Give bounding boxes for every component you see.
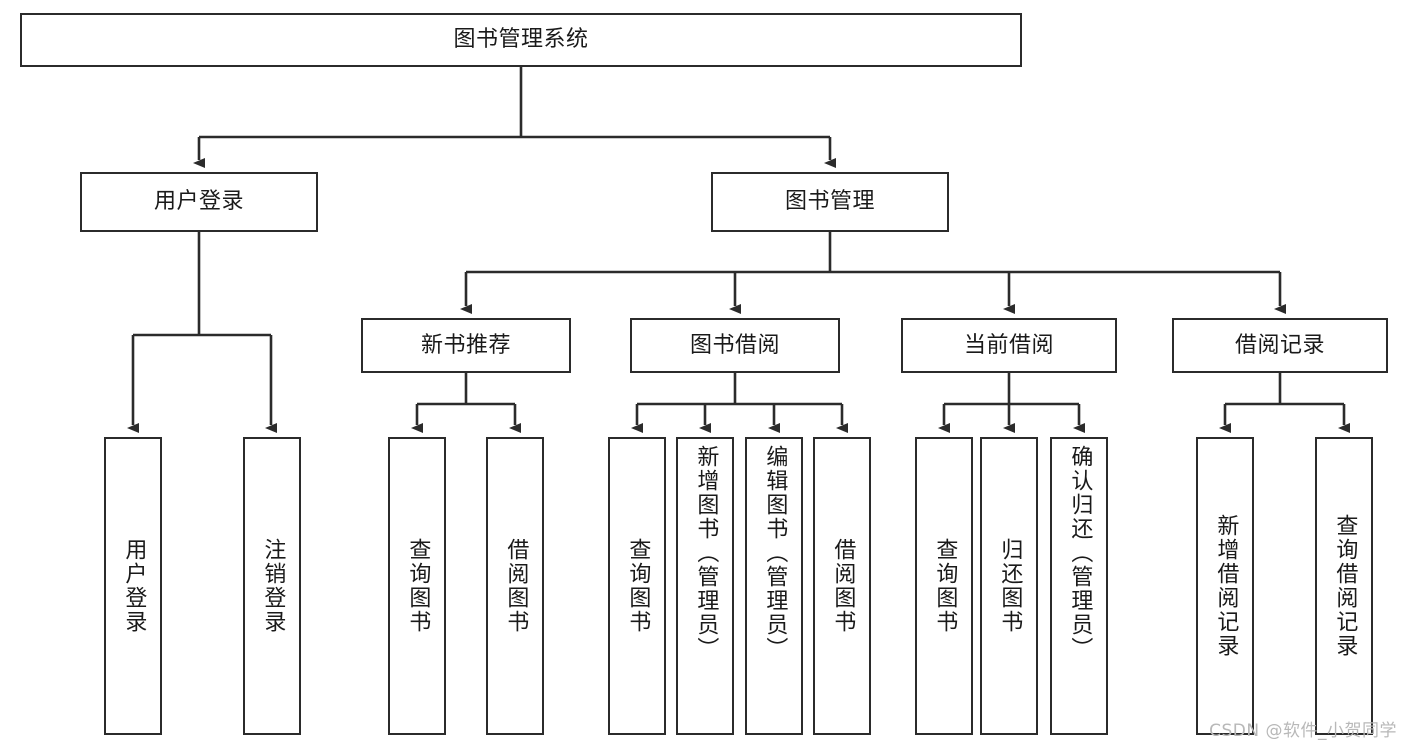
node-leaf-borrow-book-2[interactable]: 借阅图书: [813, 437, 871, 735]
node-leaf-query-book-3[interactable]: 查询图书: [915, 437, 973, 735]
node-leaf-user-login-label: 用户登录: [121, 538, 147, 634]
node-leaf-return-book-label: 归还图书: [997, 538, 1023, 634]
node-leaf-query-record[interactable]: 查询借阅记录: [1315, 437, 1373, 735]
node-leaf-add-book[interactable]: 新增图书（管理员）: [676, 437, 734, 735]
node-leaf-add-record[interactable]: 新增借阅记录: [1196, 437, 1254, 735]
node-new-book-recommend[interactable]: 新书推荐: [361, 318, 571, 373]
node-book-borrow[interactable]: 图书借阅: [630, 318, 840, 373]
node-leaf-query-book-2[interactable]: 查询图书: [608, 437, 666, 735]
node-borrow-record[interactable]: 借阅记录: [1172, 318, 1388, 373]
node-current-borrow[interactable]: 当前借阅: [901, 318, 1117, 373]
node-book-management[interactable]: 图书管理: [711, 172, 949, 232]
node-leaf-user-logout-label: 注销登录: [260, 538, 286, 634]
node-leaf-add-record-label: 新增借阅记录: [1213, 514, 1239, 658]
node-leaf-query-record-label: 查询借阅记录: [1332, 514, 1358, 658]
node-leaf-borrow-book-1[interactable]: 借阅图书: [486, 437, 544, 735]
node-new-book-recommend-label: 新书推荐: [420, 332, 511, 358]
node-leaf-user-logout[interactable]: 注销登录: [243, 437, 301, 735]
node-current-borrow-label: 当前借阅: [963, 332, 1054, 358]
node-leaf-borrow-book-2-label: 借阅图书: [830, 538, 856, 634]
node-leaf-add-book-label: 新增图书（管理员）: [693, 445, 719, 661]
node-leaf-query-book-2-label: 查询图书: [625, 538, 651, 634]
node-leaf-confirm-return[interactable]: 确认归还（管理员）: [1050, 437, 1108, 735]
node-leaf-query-book-1-label: 查询图书: [405, 538, 431, 634]
node-leaf-edit-book-label: 编辑图书（管理员）: [762, 445, 788, 661]
node-leaf-user-login[interactable]: 用户登录: [104, 437, 162, 735]
node-user-login-label: 用户登录: [153, 189, 244, 215]
node-user-login[interactable]: 用户登录: [80, 172, 318, 232]
node-leaf-edit-book[interactable]: 编辑图书（管理员）: [745, 437, 803, 735]
node-borrow-record-label: 借阅记录: [1234, 332, 1325, 358]
node-book-management-label: 图书管理: [784, 189, 875, 215]
node-book-borrow-label: 图书借阅: [689, 332, 780, 358]
node-leaf-confirm-return-label: 确认归还（管理员）: [1067, 445, 1093, 661]
node-leaf-return-book[interactable]: 归还图书: [980, 437, 1038, 735]
node-root[interactable]: 图书管理系统: [20, 13, 1022, 67]
node-leaf-query-book-1[interactable]: 查询图书: [388, 437, 446, 735]
node-leaf-borrow-book-1-label: 借阅图书: [503, 538, 529, 634]
node-root-label: 图书管理系统: [453, 27, 589, 53]
node-leaf-query-book-3-label: 查询图书: [932, 538, 958, 634]
